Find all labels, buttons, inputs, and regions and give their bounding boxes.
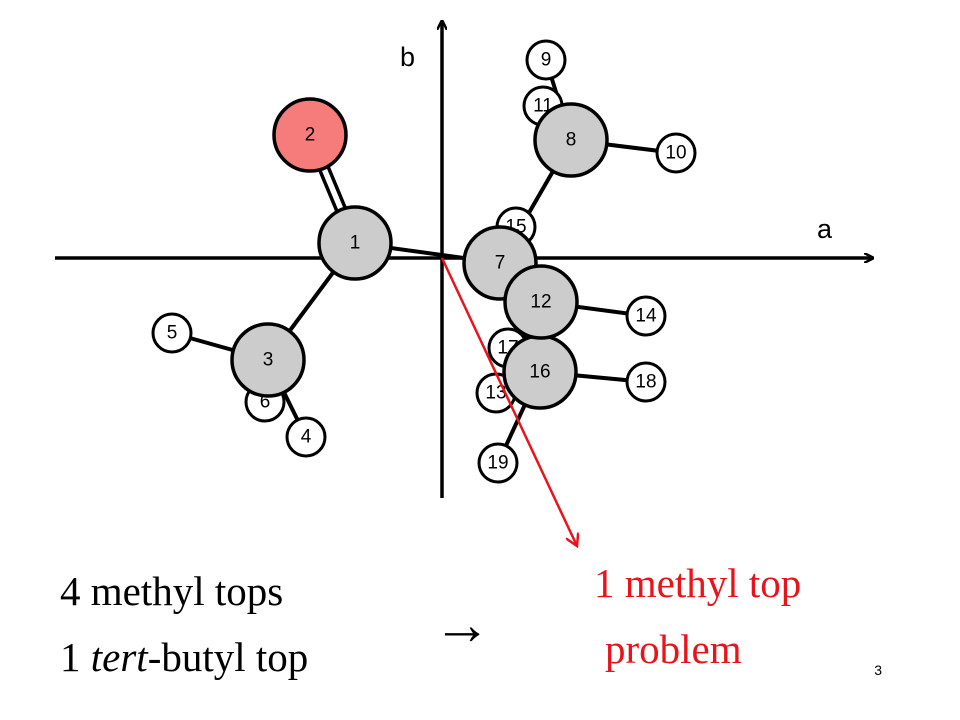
atom-18-label: 18 — [635, 372, 656, 393]
right-caption-line2: problem — [605, 626, 742, 672]
atom-7-label: 7 — [495, 253, 506, 274]
atom-4-circle — [285, 416, 327, 458]
atom-2-label: 2 — [305, 125, 316, 146]
b-axis-label: b — [400, 42, 415, 72]
atom-8-label: 8 — [566, 130, 577, 151]
atom-12-circle — [503, 264, 579, 340]
atom-18: 18 — [625, 361, 667, 403]
slide-number: 3 — [874, 662, 882, 678]
atom-1-circle — [317, 205, 393, 281]
atom-16-label: 16 — [529, 362, 550, 383]
atom-3: 3 — [230, 322, 306, 398]
atom-4-label: 4 — [301, 427, 312, 448]
atom-14-label: 14 — [635, 306, 657, 327]
atom-8: 8 — [533, 102, 609, 178]
atom-2: 2 — [272, 97, 348, 173]
atom-14-circle — [625, 295, 667, 337]
caption-suffix: -butyl top — [147, 634, 309, 680]
atom-13-label: 13 — [485, 383, 506, 404]
atom-19-circle — [477, 442, 519, 484]
atom-9-label: 9 — [541, 50, 552, 71]
atom-3-circle — [230, 322, 306, 398]
caption-tert: tert — [90, 634, 148, 680]
atom-12-label: 12 — [530, 292, 551, 313]
atom-6-label: 6 — [260, 392, 271, 413]
atom-19-label: 19 — [487, 453, 508, 474]
atom-9: 9 — [525, 39, 567, 81]
atom-14: 14 — [625, 295, 667, 337]
atom-5-circle — [151, 312, 193, 354]
atom-5-label: 5 — [167, 323, 178, 344]
right-caption-line1: 1 methyl top — [594, 560, 802, 606]
atom-1: 1 — [317, 205, 393, 281]
atom-10: 10 — [655, 132, 697, 174]
atom-4: 4 — [285, 416, 327, 458]
caption-prefix: 1 — [60, 634, 91, 680]
atom-10-label: 10 — [665, 143, 686, 164]
atom-1-label: 1 — [350, 233, 361, 254]
atom-3-label: 3 — [263, 350, 274, 371]
methyl-top-arrow — [440, 257, 577, 546]
atom-10-circle — [655, 132, 697, 174]
atom-18-circle — [625, 361, 667, 403]
atom-19: 19 — [477, 442, 519, 484]
left-caption-line1: 4 methyl tops — [60, 568, 284, 614]
atom-8-circle — [533, 102, 609, 178]
a-axis-label: a — [817, 214, 833, 244]
atom-5: 5 — [151, 312, 193, 354]
atom-16: 16 — [502, 334, 578, 410]
transition-arrow: → — [433, 592, 491, 657]
atom-12: 12 — [503, 264, 579, 340]
left-caption-line2: 1 tert-butyl top — [60, 637, 308, 678]
atom-9-circle — [525, 39, 567, 81]
atom-2-circle — [272, 97, 348, 173]
